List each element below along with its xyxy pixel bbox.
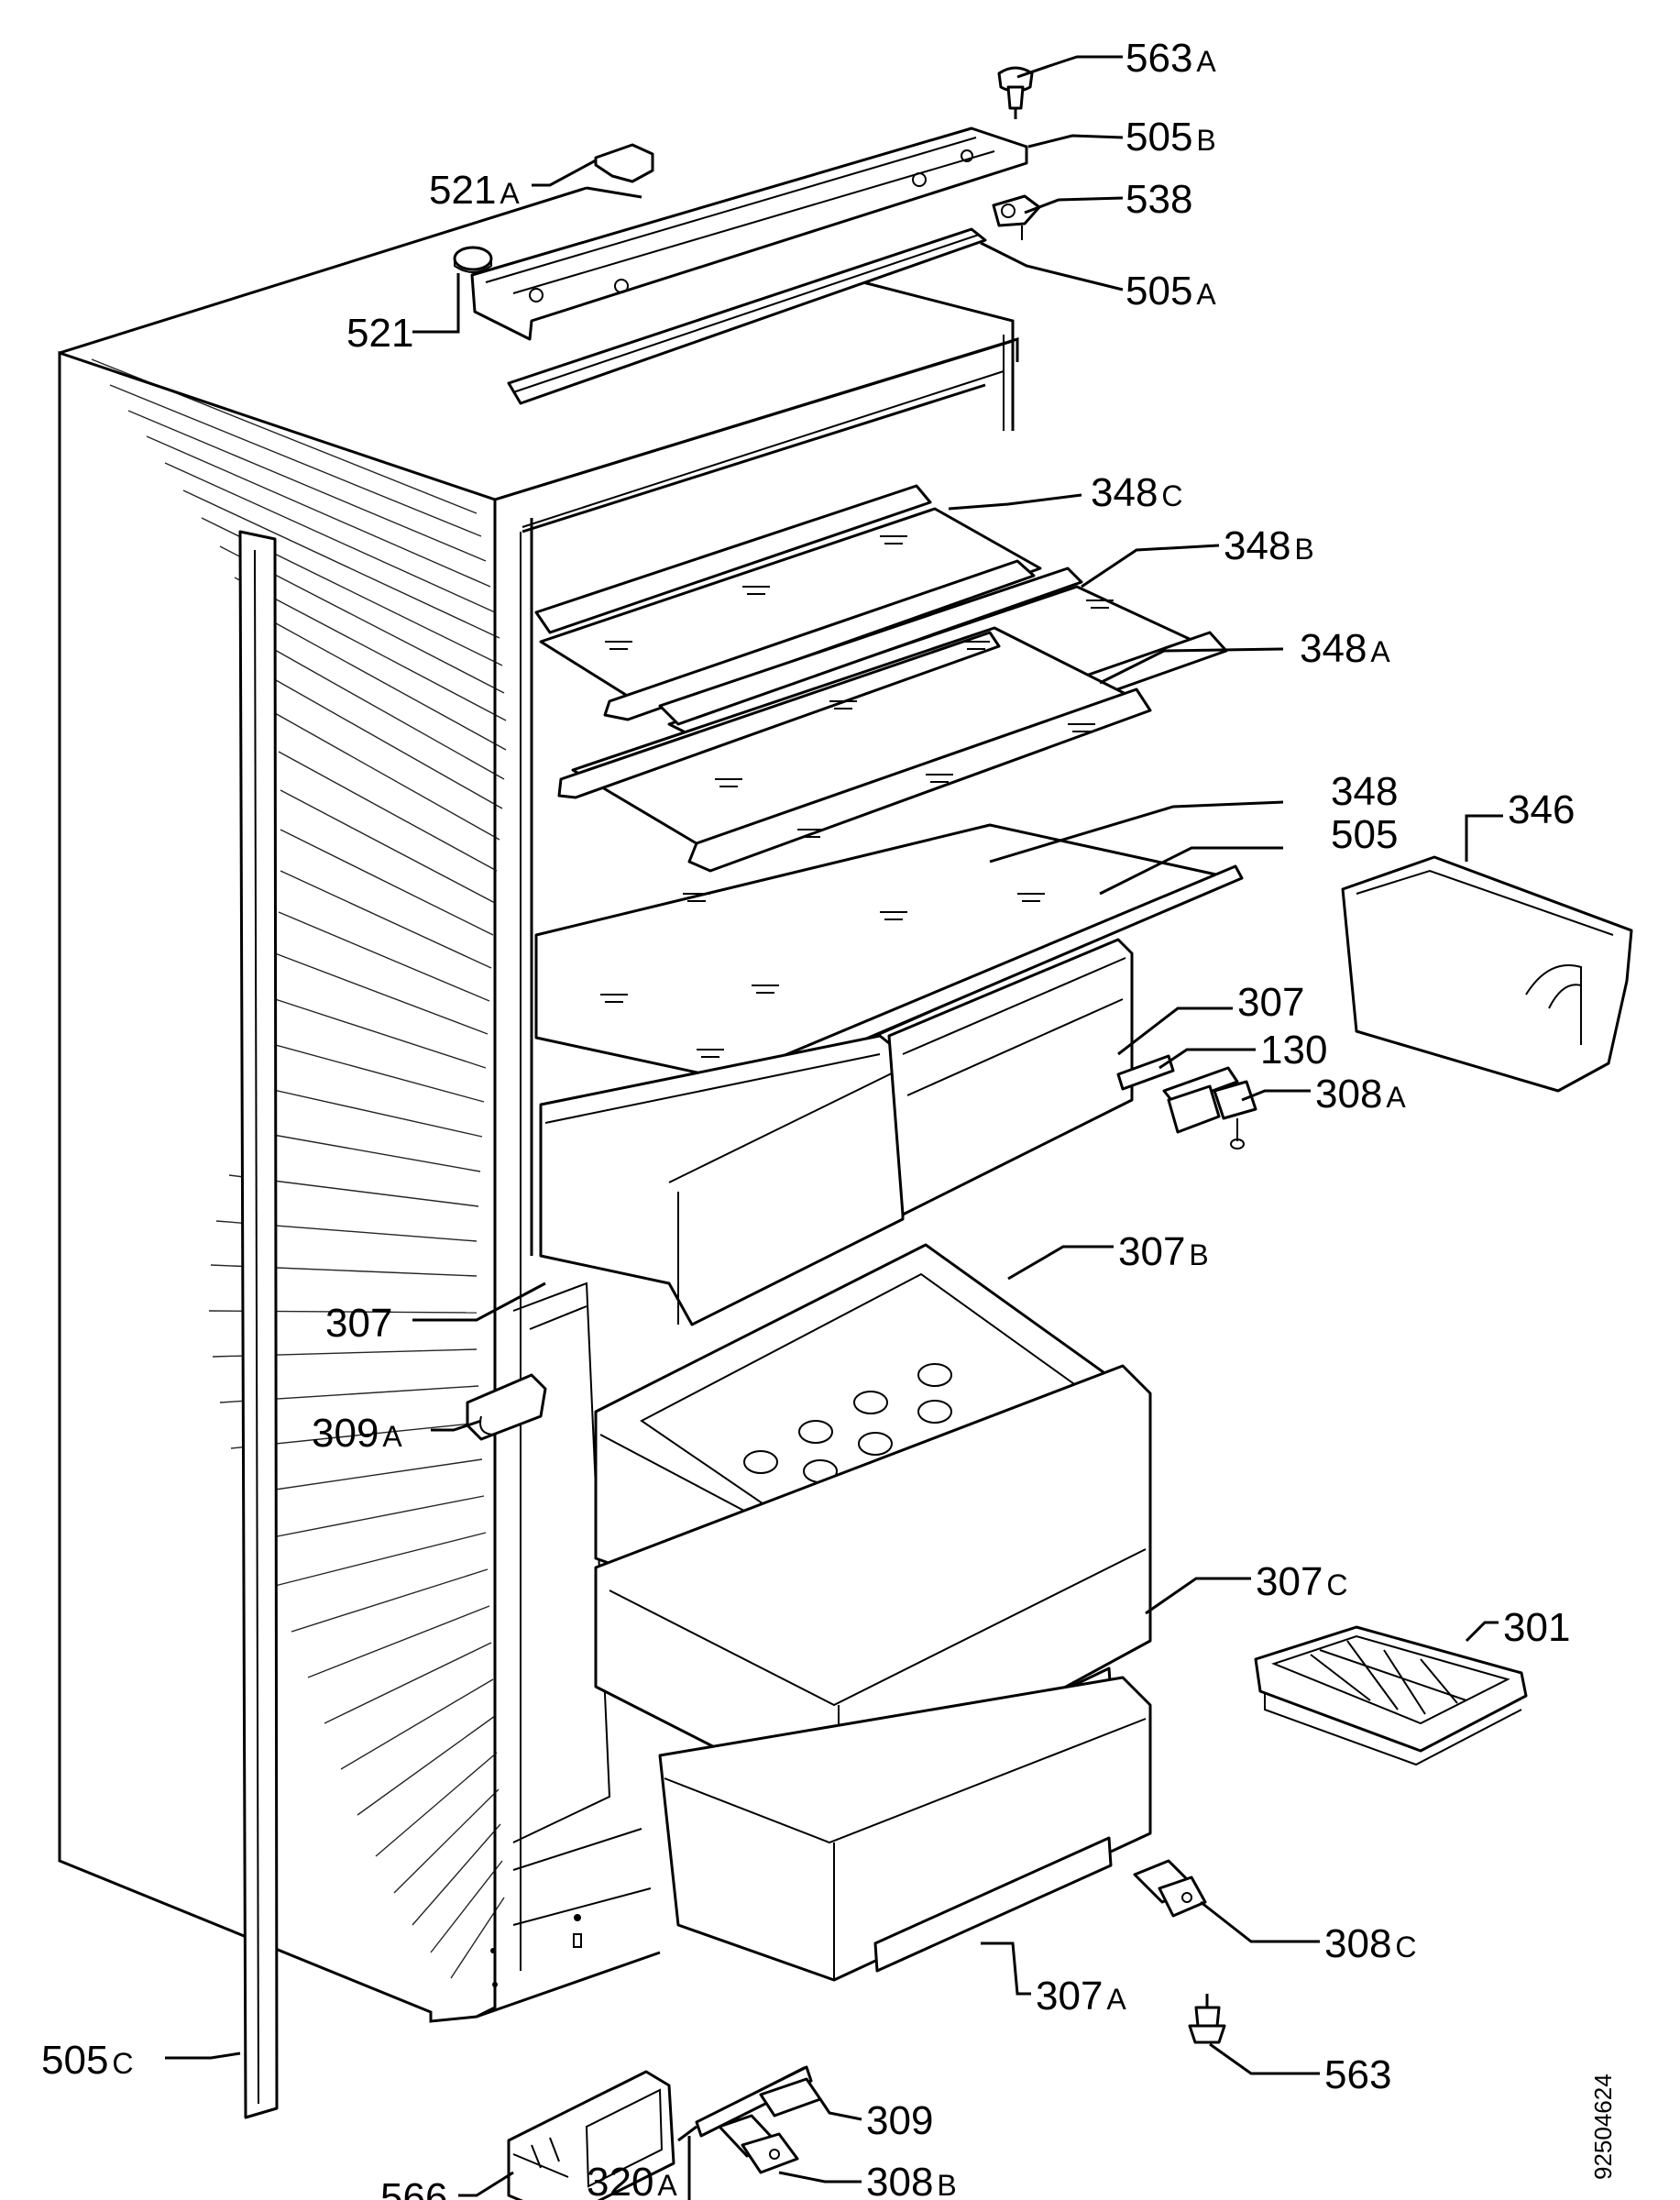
shelf-348: [534, 823, 1244, 1088]
hinge-pin-563a: [997, 66, 1034, 119]
pin-563: [1188, 1994, 1226, 2044]
thermostat-566: [507, 2070, 675, 2200]
label-130: 130: [1260, 1028, 1327, 1072]
label-521: 521: [346, 311, 413, 356]
leader-lines: [165, 55, 1503, 2200]
label-307: 307: [1237, 980, 1304, 1025]
freezer-basket-307a: [658, 1676, 1152, 1982]
door-seal-505c: [238, 530, 279, 2119]
top-cover-505b: [470, 126, 1028, 341]
crisper-drawer-right: [887, 938, 1134, 1216]
label-566: 566: [380, 2175, 447, 2200]
hinge-538: [992, 194, 1041, 240]
label-505: 505: [1331, 812, 1398, 857]
cabinet-side-shading: [91, 358, 507, 1979]
label-563: 563: [1324, 2052, 1391, 2097]
cabinet: [58, 186, 1019, 2023]
drawing-code: 92504624: [1589, 2074, 1617, 2180]
part-130: [1116, 1054, 1175, 1091]
label-309: 309: [866, 2098, 933, 2143]
shelf-348a: [557, 626, 1152, 873]
glass-marks: [600, 535, 1114, 1058]
label-301: 301: [1503, 1605, 1570, 1650]
bracket-309a: [466, 1373, 547, 1441]
ice-tray-301: [1254, 1625, 1528, 1766]
sensor-320a: [677, 2065, 813, 2142]
crisper-drawer-left: [539, 1034, 905, 1326]
hinge-308a: [1162, 1066, 1257, 1150]
label-348: 348: [1331, 769, 1398, 814]
label-538: 538: [1125, 177, 1192, 222]
label-346: 346: [1508, 787, 1575, 832]
top-strip-505a: [507, 227, 987, 405]
hinge-308b: [718, 2114, 799, 2174]
door-bin-346: [1341, 855, 1633, 1093]
hinge-cap-521: [453, 246, 493, 273]
label-307-left: 307: [325, 1301, 392, 1346]
hinge-308c: [1133, 1859, 1207, 1918]
hinge-cap-521a: [594, 143, 654, 183]
